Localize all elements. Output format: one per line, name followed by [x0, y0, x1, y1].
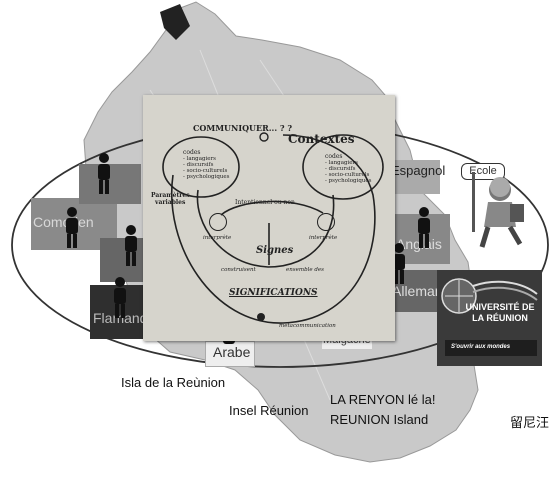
university-name-line1: UNIVERSITÉ DE — [465, 302, 535, 312]
construisent-label: construisent — [221, 267, 256, 273]
intentionnel-label: Intentionnel ou non — [235, 199, 295, 206]
schoolboy-illustration — [472, 172, 524, 248]
north-tip — [160, 4, 190, 40]
codes-right-3: - socio-culturels — [325, 172, 370, 178]
codes-left-3: - socio-culturels — [183, 168, 228, 174]
tile-allemand — [391, 270, 437, 312]
ensemble-label: ensemble des — [286, 267, 324, 273]
face-icon — [317, 213, 335, 231]
codes-right-2: - discursifs — [325, 166, 356, 172]
label-allemand: Allemand — [392, 283, 451, 299]
person-icon — [98, 153, 110, 194]
person-icon — [66, 207, 78, 248]
label-arabe: Arabe — [213, 344, 251, 360]
name-spanish: Isla de la Reùnion — [121, 375, 226, 390]
person-icon — [125, 225, 137, 266]
face-icon — [209, 213, 227, 231]
interprete-left: interprète — [203, 235, 232, 241]
globe-icon — [441, 278, 538, 356]
name-chinese: 留尼汪 — [510, 415, 550, 430]
university-tagline: S'ouvrir aux mondes — [451, 344, 511, 350]
signes-label: Signes — [256, 245, 294, 256]
name-german: Insel Réunion — [229, 403, 309, 418]
label-espagnol: Espagnol — [391, 163, 446, 178]
card-arrows — [162, 132, 384, 324]
codes-left-4: - psychologiques — [183, 174, 230, 180]
card-title: COMMUNIQUER... ? ? — [193, 123, 293, 133]
university-name-line2: LA RÉUNION — [472, 313, 528, 323]
interprete-right: interprète — [309, 235, 338, 241]
label-anglais: Anglais — [396, 236, 442, 252]
significations-label: SIGNIFICATIONS — [229, 288, 318, 298]
communication-diagram-card: COMMUNIQUER... ? ? Contextes codes - lan… — [143, 95, 395, 341]
parametres-label: Paramètres — [151, 192, 190, 199]
person-icon — [393, 243, 405, 284]
codes-left-1: - langagiers — [183, 156, 216, 162]
codes-right-title: codes — [325, 153, 343, 160]
person-icon — [114, 277, 126, 318]
variables-label: variables — [155, 199, 186, 206]
card-contextes: Contextes — [288, 132, 355, 146]
codes-right-4: - psychologiques — [325, 178, 372, 184]
name-english: REUNION Island — [330, 412, 429, 427]
tile-arabe — [205, 341, 255, 367]
codes-left-title: codes — [183, 149, 201, 156]
label-comorien: Comorien — [33, 214, 94, 230]
tile-espagnol — [392, 160, 440, 194]
person-icon — [418, 207, 430, 248]
codes-left-2: - discursifs — [183, 162, 214, 168]
label-flamand: Flamand — [93, 310, 148, 326]
codes-right-1: - langagiers — [325, 160, 358, 166]
metacommunication-label: métacommunication — [279, 323, 336, 329]
name-creole: LA RENYON lé la! — [330, 392, 436, 407]
